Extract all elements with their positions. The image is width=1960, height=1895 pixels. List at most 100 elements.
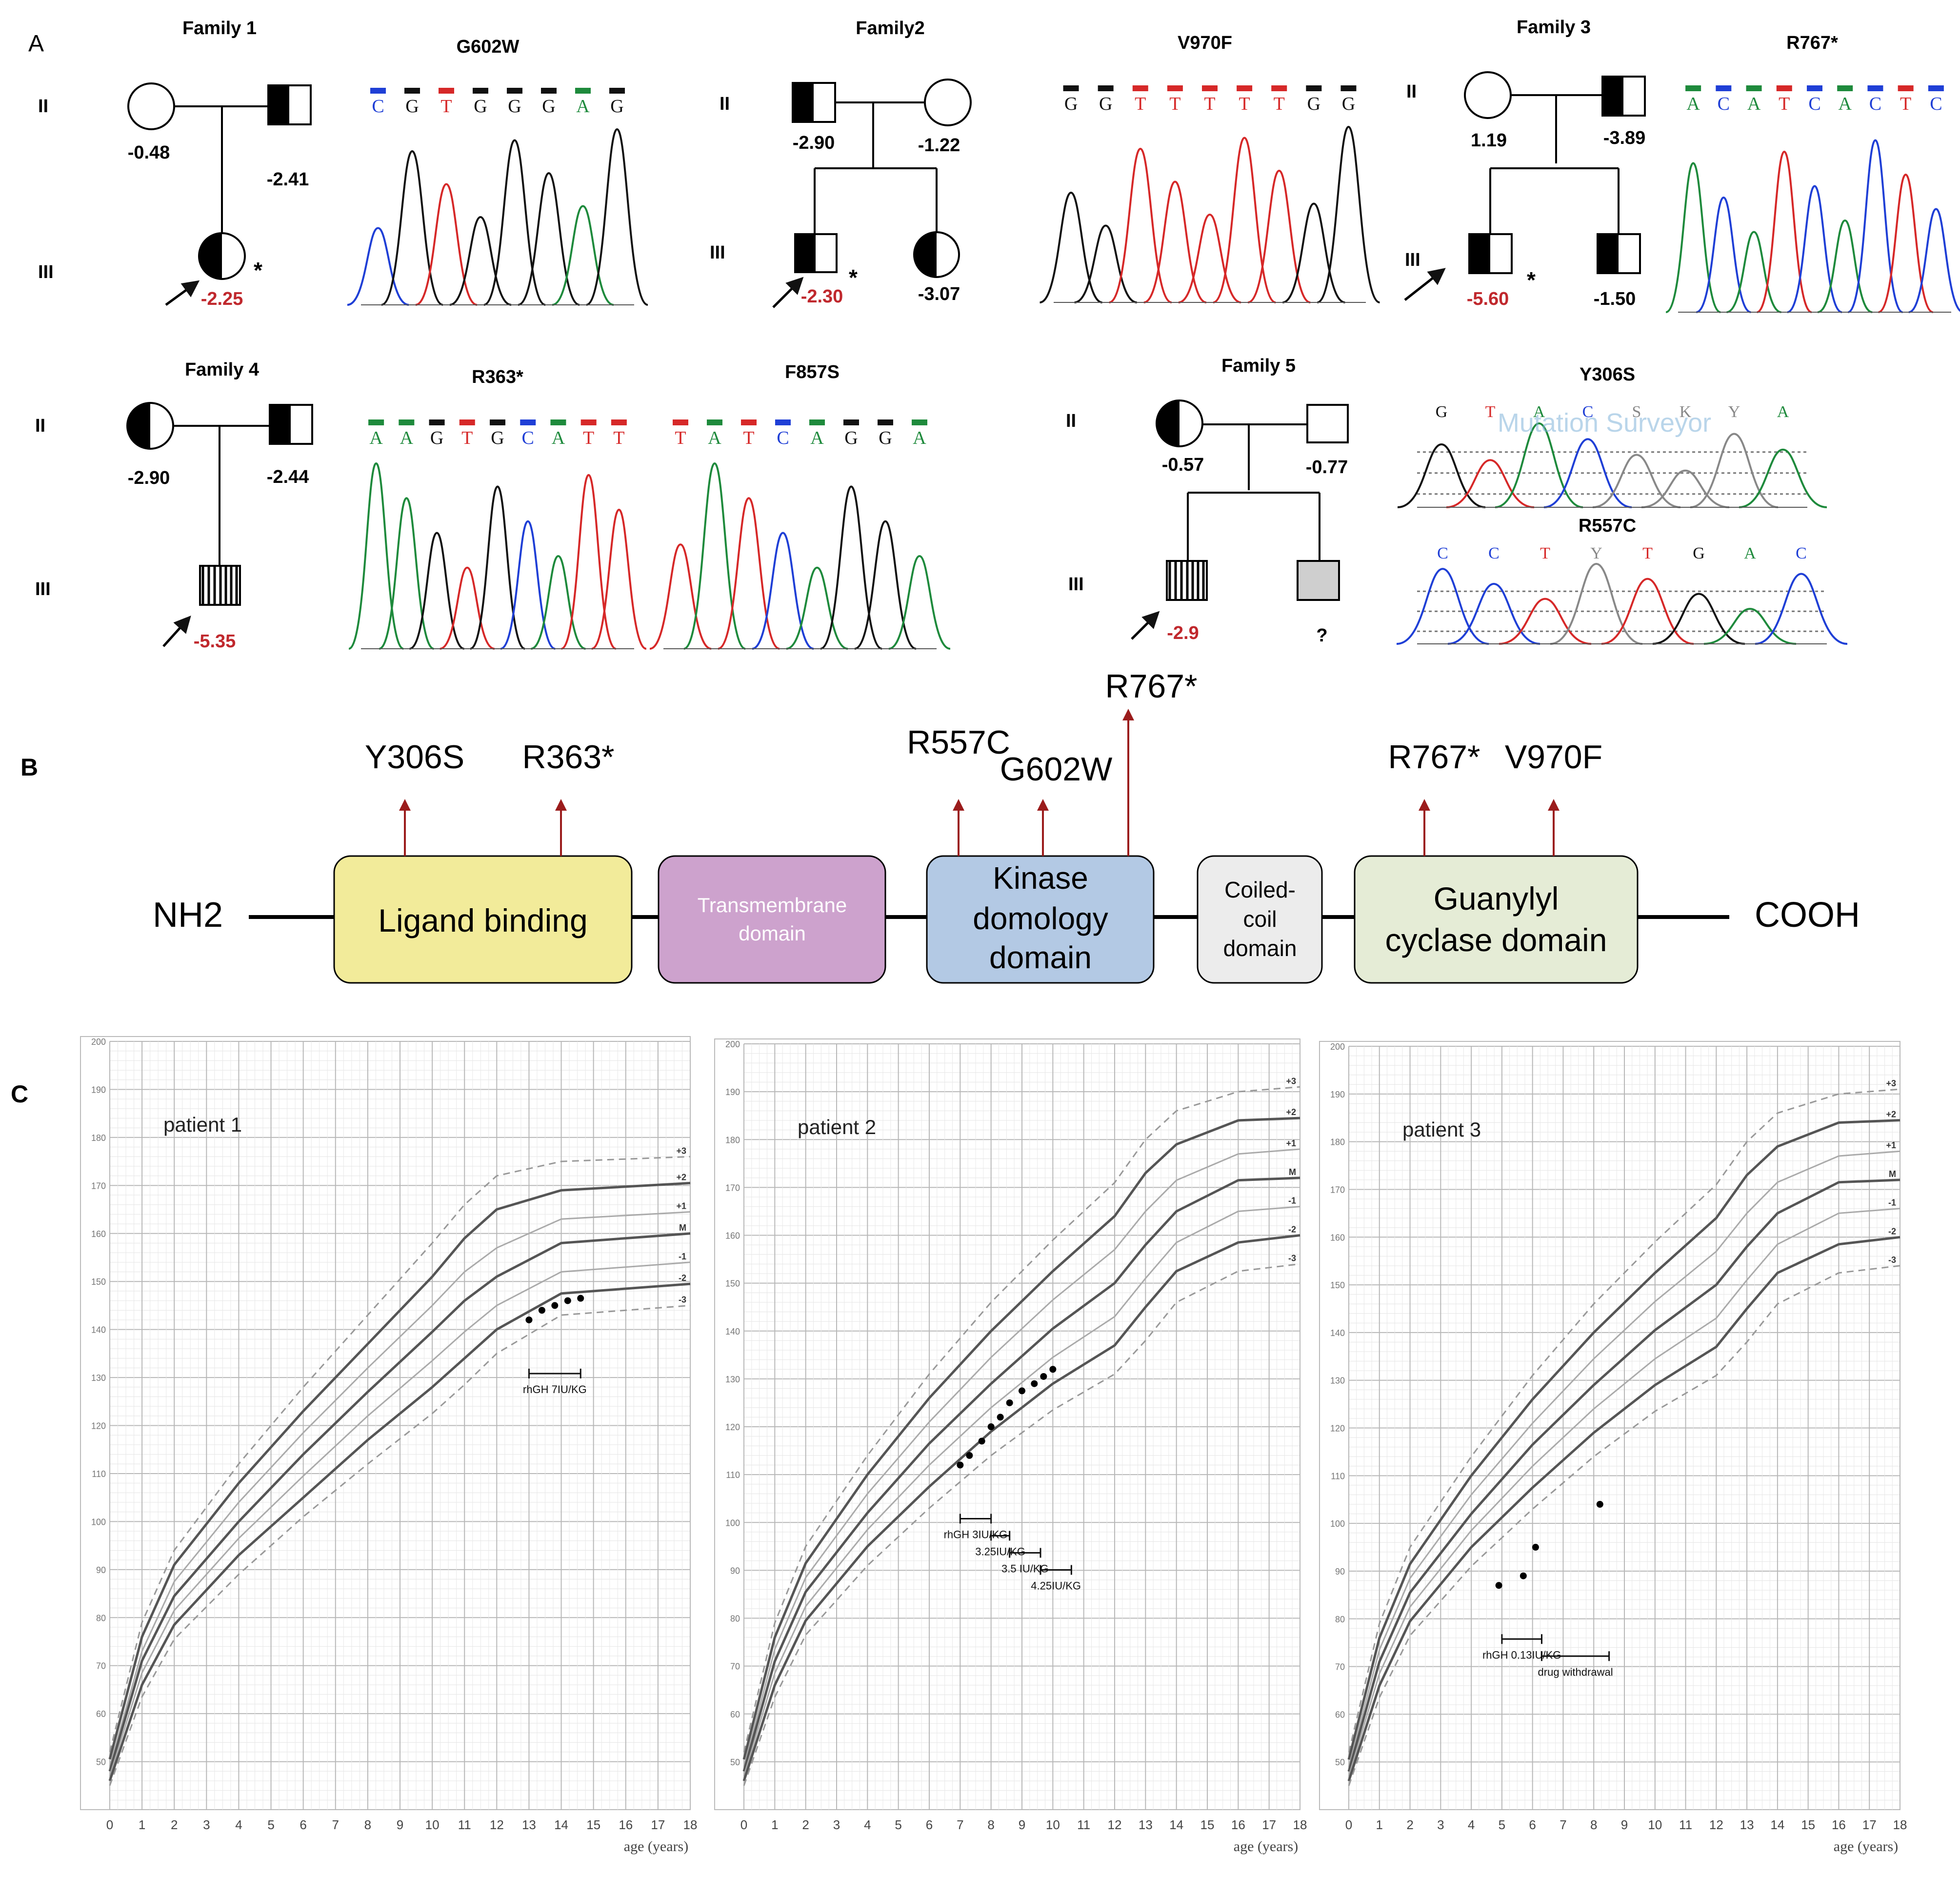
x-tick-label: 5 xyxy=(1499,1817,1505,1832)
percentile-label: -2 xyxy=(1888,1226,1896,1236)
chromatogram-peak xyxy=(1641,469,1730,508)
base-color-block xyxy=(459,419,475,425)
family-title: Family 3 xyxy=(1517,17,1591,38)
chromatogram-peak xyxy=(500,520,556,650)
domain-label: coil xyxy=(1243,906,1277,932)
z-score-proband: -2.9 xyxy=(1167,623,1199,643)
y-tick-label: 110 xyxy=(92,1469,106,1479)
generation-label: II xyxy=(720,94,730,114)
y-tick-label: 100 xyxy=(91,1517,106,1527)
base-color-block xyxy=(370,88,386,94)
percentile-label: -1 xyxy=(1888,1198,1896,1208)
mutation-label-g602w: G602W xyxy=(1000,751,1113,788)
chromatogram-title: R557C xyxy=(1579,516,1636,536)
proband-asterisk: * xyxy=(849,265,858,290)
percentile-label: M xyxy=(679,1223,686,1233)
y-tick-label: 50 xyxy=(1335,1757,1345,1767)
height-measurement-point xyxy=(1049,1366,1057,1373)
base-color-block xyxy=(1271,85,1287,91)
y-tick-label: 180 xyxy=(1330,1137,1345,1147)
y-tick-label: 120 xyxy=(91,1421,106,1431)
x-tick-label: 0 xyxy=(1345,1817,1352,1832)
y-tick-label: 110 xyxy=(1331,1471,1345,1481)
percentile-curve xyxy=(109,1156,691,1753)
chromatogram-peak xyxy=(752,532,814,650)
mutation-label-r363: R363* xyxy=(522,738,614,776)
pedigree-family-3: Family 3 II III 1.19 -3.89 -5.60 -1.50 * xyxy=(1404,17,1646,309)
base-color-block xyxy=(1807,85,1822,91)
z-score-proband: -2.25 xyxy=(201,289,243,309)
chromatogram-peak xyxy=(1543,438,1632,508)
chromatogram-peak xyxy=(1739,448,1827,508)
chromatogram-peak xyxy=(347,227,409,306)
mutation-label-r767: R767* xyxy=(1388,738,1480,776)
percentile-curve xyxy=(743,1206,1300,1776)
y-tick-label: 100 xyxy=(725,1518,740,1528)
percentile-label: -3 xyxy=(679,1295,686,1304)
base-color-block xyxy=(1237,85,1253,91)
patient-label: patient 1 xyxy=(163,1113,242,1136)
z-score-proband: -2.30 xyxy=(801,286,843,307)
y-tick-label: 90 xyxy=(730,1566,740,1576)
chromatogram-peak xyxy=(888,555,951,650)
x-tick-label: 17 xyxy=(1862,1817,1877,1832)
base-call: C xyxy=(1718,94,1730,114)
base-call: A xyxy=(1777,403,1789,421)
x-tick-label: 13 xyxy=(1139,1817,1153,1832)
y-tick-label: 50 xyxy=(96,1757,106,1767)
female-unaffected xyxy=(127,82,175,130)
x-tick-label: 12 xyxy=(1709,1817,1723,1832)
generation-label: III xyxy=(1405,250,1420,270)
base-call: T xyxy=(1900,94,1911,114)
domain-label: domain xyxy=(1223,936,1297,961)
percentile-curve xyxy=(109,1261,691,1776)
chart-frame xyxy=(1319,1041,1900,1810)
base-color-block xyxy=(1746,85,1762,91)
x-tick-label: 14 xyxy=(554,1817,568,1832)
base-call: Y xyxy=(1728,403,1740,421)
percentile-curve xyxy=(743,1148,1300,1767)
base-call: T xyxy=(583,428,594,448)
base-call: A xyxy=(1686,94,1700,114)
base-call: C xyxy=(522,428,534,448)
base-call: C xyxy=(777,428,789,448)
base-call: A xyxy=(369,428,383,448)
z-score: ? xyxy=(1316,625,1327,646)
chromatogram-peak xyxy=(1878,173,1934,313)
x-tick-label: 5 xyxy=(895,1817,901,1832)
y-tick-label: 200 xyxy=(725,1039,740,1049)
base-call: C xyxy=(1582,403,1594,421)
y-tick-label: 70 xyxy=(1335,1662,1345,1672)
base-color-block xyxy=(575,88,591,94)
base-call: T xyxy=(1274,94,1285,114)
percentile-label: M xyxy=(1889,1169,1896,1179)
y-tick-label: 80 xyxy=(96,1613,106,1623)
chromatogram-peak xyxy=(586,128,648,306)
z-score: -0.57 xyxy=(1162,455,1204,475)
chromatogram-peak xyxy=(518,172,580,306)
z-score: -3.89 xyxy=(1603,128,1646,148)
chromatogram-peak xyxy=(379,497,435,650)
percentile-curve xyxy=(1347,1236,1900,1782)
domain-label: Guanylyl xyxy=(1434,880,1559,917)
percentile-label: +2 xyxy=(676,1172,686,1182)
female-unaffected xyxy=(1464,71,1512,119)
y-tick-label: 60 xyxy=(96,1709,106,1719)
domain-label: domain xyxy=(989,940,1092,975)
chromatogram-peak xyxy=(1652,593,1745,645)
base-call: G xyxy=(1099,94,1112,114)
x-tick-label: 6 xyxy=(300,1817,306,1832)
x-tick-label: 5 xyxy=(267,1817,274,1832)
y-tick-label: 110 xyxy=(726,1470,740,1480)
y-tick-label: 170 xyxy=(1330,1185,1345,1195)
z-score: -2.90 xyxy=(793,133,835,153)
percentile-curve xyxy=(742,1177,1300,1772)
x-tick-label: 4 xyxy=(235,1817,242,1832)
chromatogram-peak xyxy=(483,139,546,306)
base-color-block xyxy=(439,88,454,94)
